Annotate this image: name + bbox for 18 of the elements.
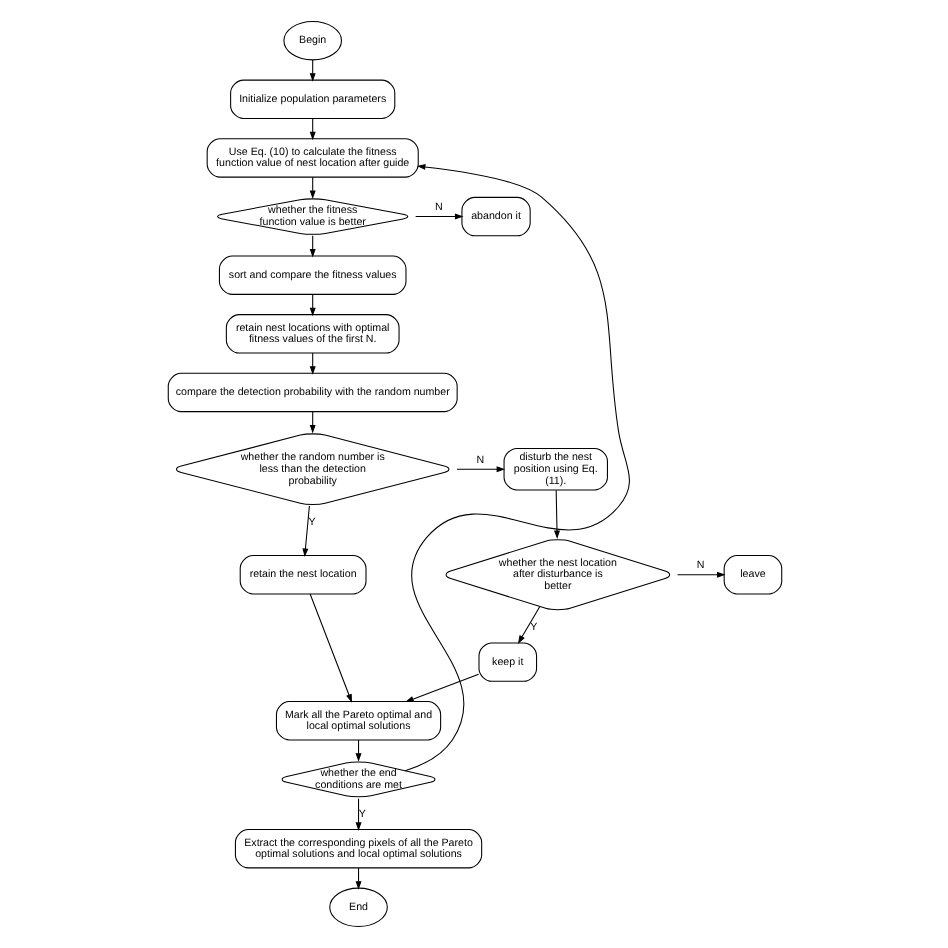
arrow xyxy=(354,739,361,762)
arrow xyxy=(516,606,540,644)
arrow xyxy=(308,118,315,141)
arrow xyxy=(676,571,725,578)
arrow xyxy=(308,352,315,375)
arrow xyxy=(308,176,315,199)
arrow xyxy=(455,466,505,473)
arrow xyxy=(308,593,351,703)
arrow xyxy=(301,505,309,558)
arrow xyxy=(354,798,361,831)
arrow xyxy=(308,293,315,317)
arrow xyxy=(553,489,559,540)
arrow xyxy=(308,411,315,434)
arrow xyxy=(404,673,479,703)
arrow xyxy=(308,59,315,82)
arrow xyxy=(414,213,463,220)
arrow xyxy=(308,235,315,258)
arrow xyxy=(354,867,361,890)
